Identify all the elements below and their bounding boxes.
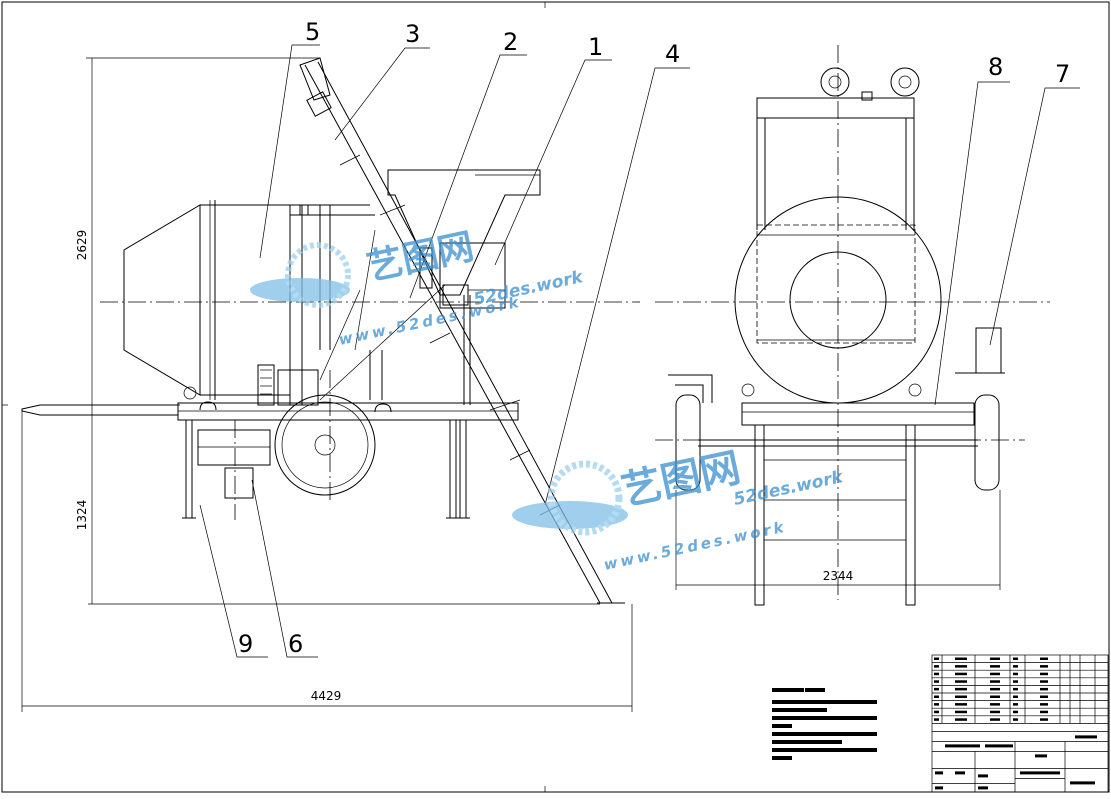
watermark-domain-2: 52des.work (732, 467, 846, 510)
balloon-3: 3 (405, 20, 420, 48)
dim-lower-height: 1324 (75, 500, 89, 531)
watermark-upper: 艺图网 52des.work www.52des.work (250, 226, 586, 349)
balloon-4: 4 (665, 40, 680, 68)
balloon-8: 8 (988, 53, 1003, 81)
watermark-brand-2: 艺图网 (618, 445, 745, 515)
balloon-9: 9 (238, 630, 253, 658)
balloon-6: 6 (288, 630, 303, 658)
watermark-lower: 艺图网 52des.work www.52des.work (512, 445, 846, 574)
dim-width: 2344 (823, 569, 854, 583)
part-balloons: 5 3 2 1 4 8 7 9 6 (199, 18, 1080, 658)
dim-overall-length: 4429 (311, 689, 342, 703)
dimensions: 2629 1324 4429 2344 (21, 57, 1001, 712)
technical-notes (772, 688, 877, 760)
watermark-url: www.52des.work (337, 293, 523, 349)
dim-overall-height: 2629 (75, 230, 89, 261)
balloon-2: 2 (503, 28, 518, 56)
balloon-7: 7 (1055, 60, 1070, 88)
balloon-5: 5 (305, 18, 320, 46)
front-view (655, 45, 1050, 606)
title-block (931, 654, 1109, 793)
balloon-1: 1 (588, 33, 603, 61)
watermark-url-2: www.52des.work (602, 518, 788, 574)
